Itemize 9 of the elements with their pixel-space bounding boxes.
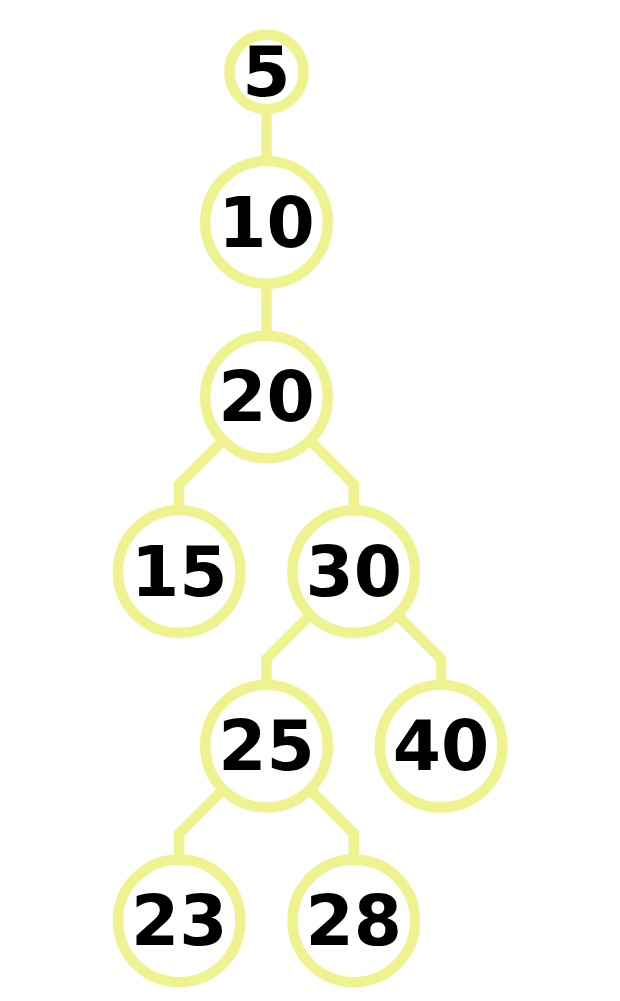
node-circle: 10: [199, 155, 333, 289]
node-circle: 30: [287, 504, 421, 638]
node-circle: 40: [374, 679, 508, 813]
node-circle: 25: [199, 679, 333, 813]
node-circle: 20: [199, 330, 333, 463]
node-circle: 15: [112, 504, 246, 638]
node-circle: 28: [287, 853, 421, 987]
node-circle: 23: [112, 853, 246, 987]
node-circle: 5: [224, 29, 309, 114]
